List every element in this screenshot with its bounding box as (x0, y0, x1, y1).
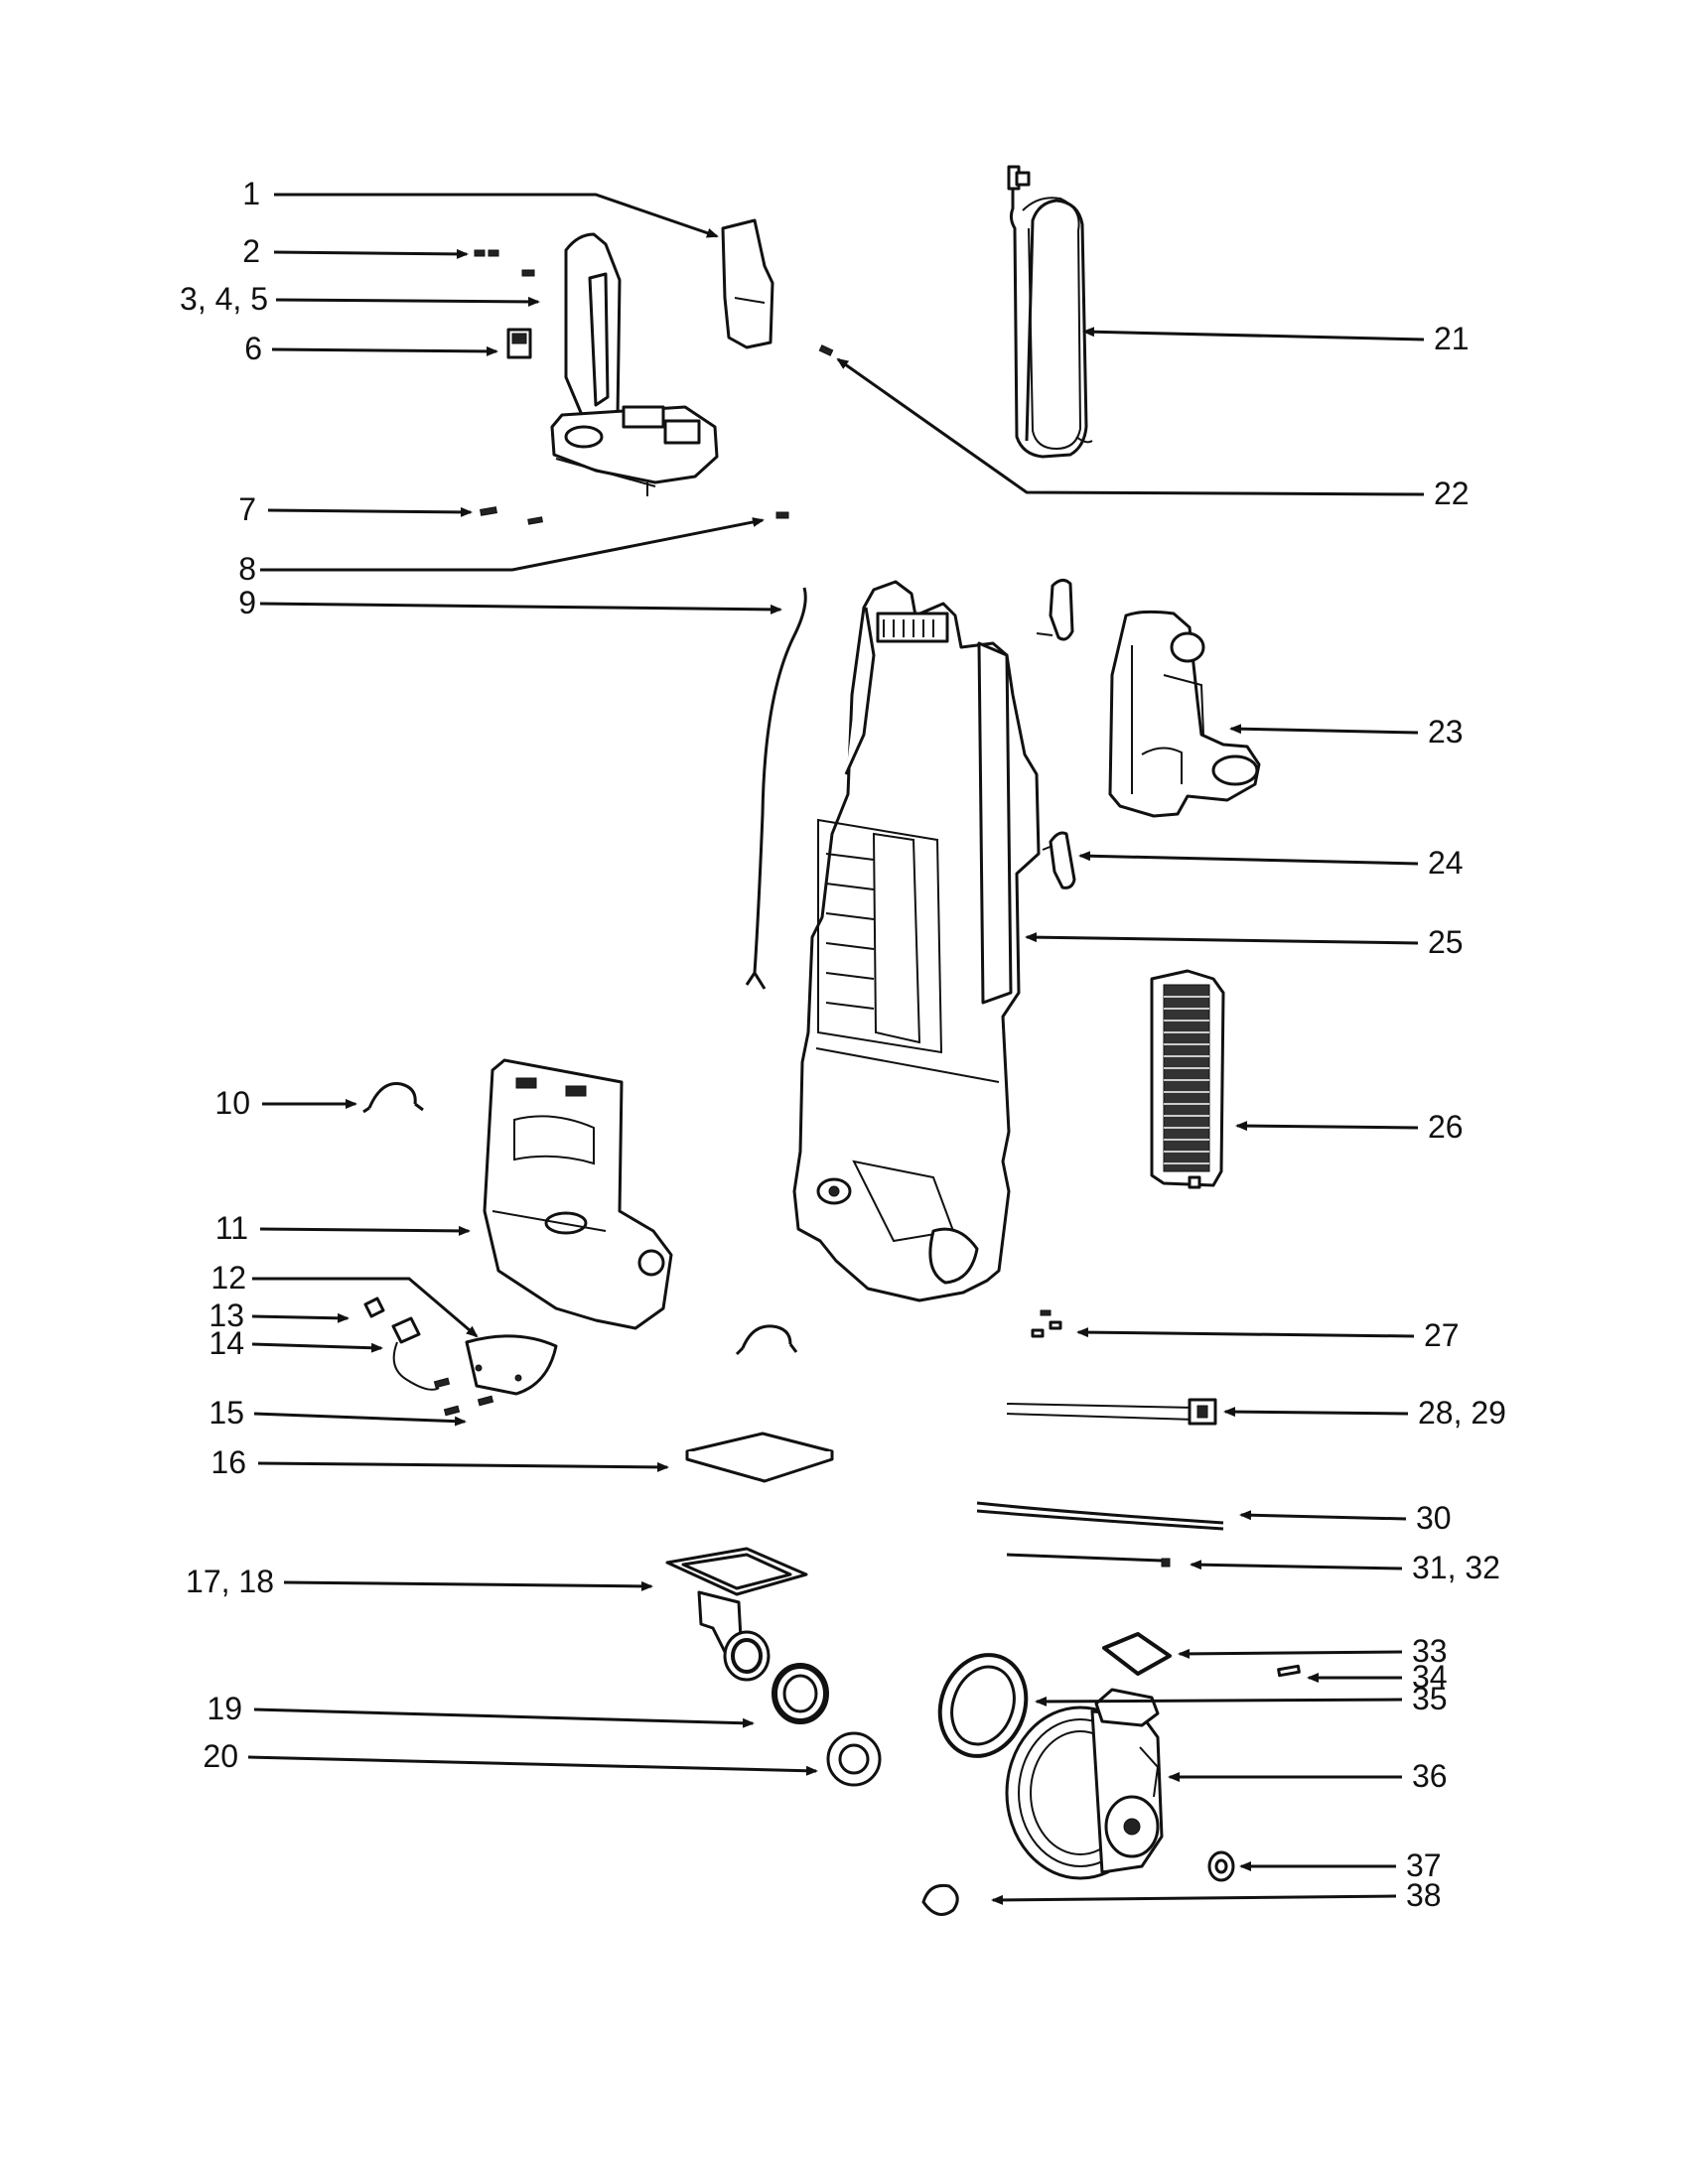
part-8-screw (775, 511, 789, 519)
part-15-screws (433, 1377, 494, 1417)
part-33-gasket (1102, 1632, 1172, 1676)
part-22-screw (818, 344, 834, 356)
callout-31-32: 31, 32 (1412, 1550, 1500, 1585)
part-13-nut (363, 1297, 385, 1318)
callout-27: 27 (1424, 1317, 1460, 1353)
leader-lines (247, 193, 1425, 1905)
callout-10: 10 (214, 1085, 250, 1121)
callout-9: 9 (238, 585, 256, 620)
part-2-pins (474, 249, 535, 277)
part-24-hook (1042, 831, 1076, 889)
part-37-nut (1207, 1850, 1235, 1882)
callout-36: 36 (1412, 1758, 1448, 1794)
callout-2: 2 (242, 233, 260, 269)
callout-34: 34 (1412, 1659, 1448, 1695)
part-38-spring-clip (921, 1883, 959, 1916)
callout-14: 14 (209, 1325, 244, 1361)
part-7-screws (480, 506, 543, 525)
callout-12: 12 (210, 1260, 246, 1296)
part-16-filter-pad (685, 1432, 834, 1483)
part-6-switch (506, 328, 532, 359)
part-11-bag-housing (483, 1058, 673, 1330)
part-25-main-body (792, 580, 1041, 1302)
callout-6: 6 (244, 331, 262, 366)
part-19-gasket-ring (772, 1663, 829, 1724)
callout-1: 1 (242, 176, 260, 211)
callout-33: 33 (1412, 1633, 1448, 1669)
callout-23: 23 (1428, 714, 1464, 750)
callout-7: 7 (238, 491, 256, 527)
callout-37: 37 (1406, 1847, 1442, 1883)
part-30-rod (976, 1501, 1224, 1531)
part-26-pleated-filter (1150, 969, 1225, 1189)
callout-13: 13 (209, 1297, 244, 1333)
callout-20: 20 (203, 1738, 238, 1774)
callout-15: 15 (209, 1395, 244, 1431)
callout-28-29: 28, 29 (1418, 1395, 1506, 1431)
part-36-motor (1005, 1688, 1164, 1880)
callout-8: 8 (238, 551, 256, 587)
part-31-32-rod (1006, 1553, 1171, 1568)
part-23-upper-housing (1108, 610, 1261, 818)
part-34-pin (1277, 1664, 1301, 1678)
part-3-4-5-handle-assembly (550, 232, 719, 496)
part-35-ring (937, 1653, 1029, 1758)
callout-21: 21 (1434, 321, 1470, 356)
callout-35: 35 (1412, 1681, 1448, 1716)
callout-26: 26 (1428, 1109, 1464, 1145)
callout-25: 25 (1428, 924, 1464, 960)
part-28-29-strap (1006, 1398, 1217, 1426)
callout-16: 16 (210, 1444, 246, 1480)
part-21-power-cord (1007, 165, 1093, 459)
part-17-18-filter-holder (665, 1547, 808, 1682)
part-10-clip (362, 1082, 424, 1114)
callout-30: 30 (1416, 1500, 1452, 1536)
part-20-washer (826, 1731, 882, 1787)
part-9-wire (745, 587, 807, 990)
part-14-lamp-socket (391, 1316, 440, 1391)
parts-layer (362, 165, 1301, 1916)
callout-38: 38 (1406, 1877, 1442, 1913)
callout-11: 11 (215, 1210, 248, 1246)
callout-19: 19 (207, 1691, 242, 1726)
part-1-cover-plate (721, 218, 774, 349)
callout-24: 24 (1428, 845, 1464, 881)
callout-labels: 1 2 3, 4, 5 6 7 8 9 10 11 12 13 14 15 16… (180, 176, 1506, 1913)
callout-22: 22 (1434, 476, 1470, 511)
part-27-clips (1031, 1309, 1062, 1338)
part-12-shield (465, 1334, 558, 1396)
callout-17-18: 17, 18 (186, 1564, 274, 1599)
callout-3-4-5: 3, 4, 5 (180, 281, 268, 317)
